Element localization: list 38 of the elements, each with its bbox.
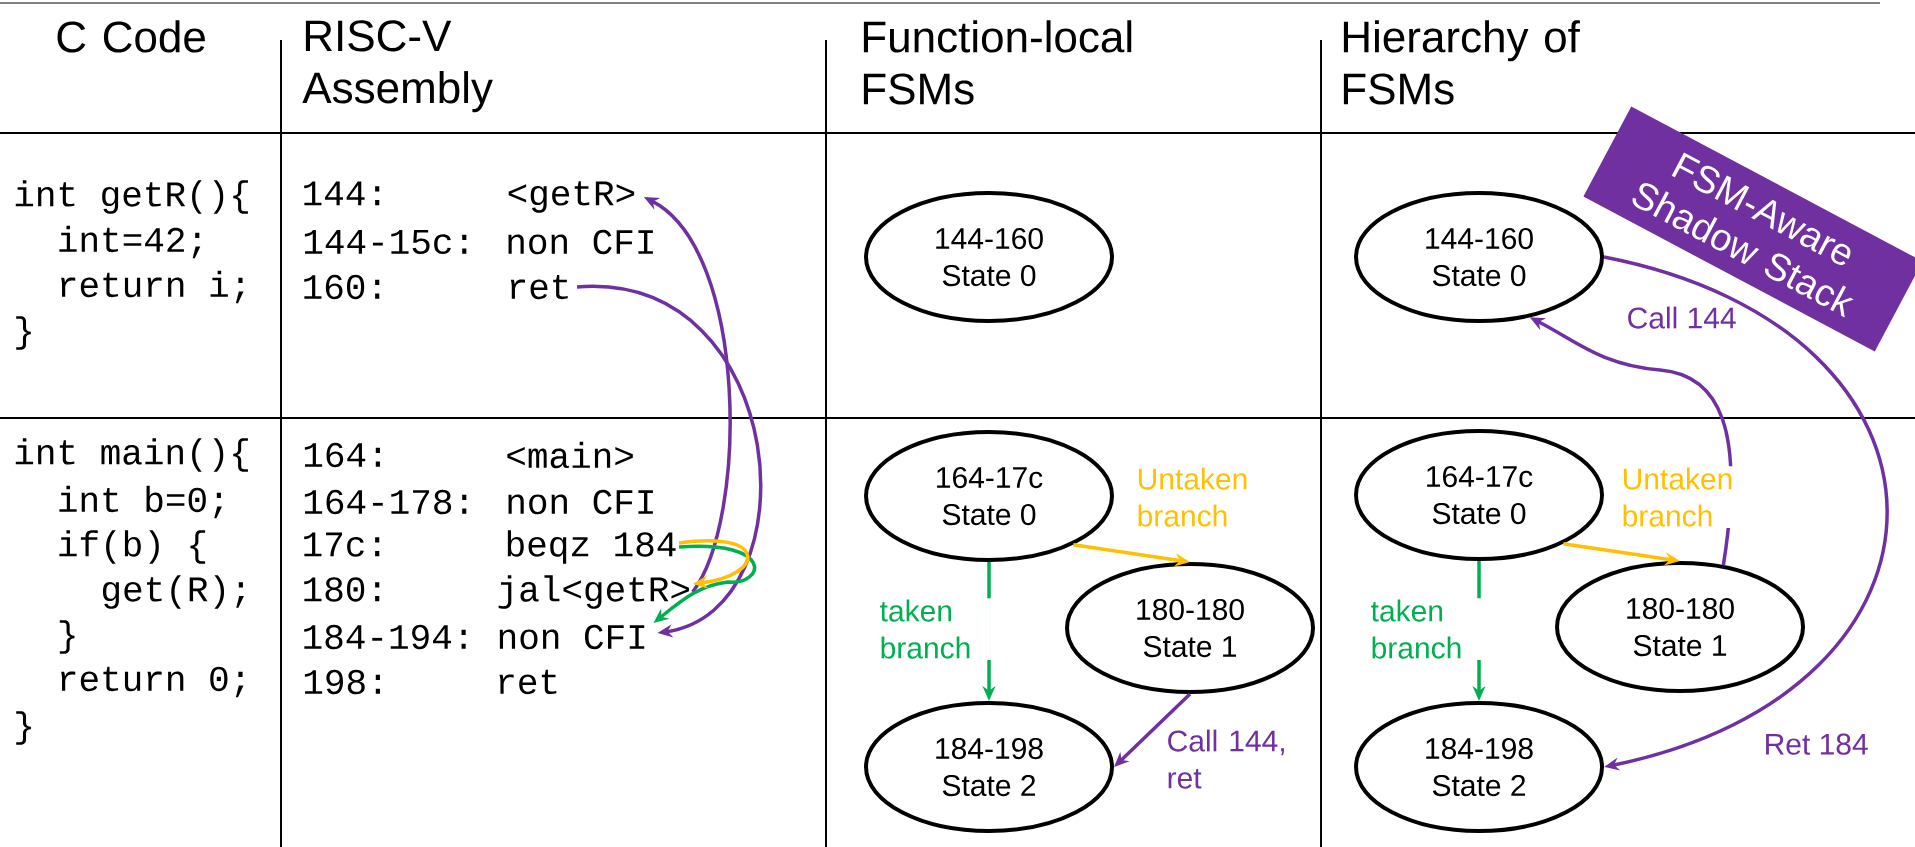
edge-label: Ret 184 (1762, 732, 1871, 757)
edge-label: Untaken branch (1135, 466, 1263, 528)
code-line: 17c: beqz 184 (304, 530, 676, 564)
column-header: Function-local FSMs (863, 20, 1132, 105)
code-line: } (16, 316, 31, 350)
code-line: int b=0; (59, 485, 222, 519)
code-line: non CFI (508, 489, 653, 515)
arrow (678, 539, 750, 589)
code-line: 144: <getR> (304, 181, 635, 213)
column-header: C Code (57, 20, 205, 53)
edge-label: taken branch (878, 598, 991, 660)
code-line: 180: jal<getR> (304, 575, 689, 609)
column-header: RISC-V Assembly (302, 20, 493, 113)
code-line: <main> (507, 441, 633, 469)
code-line: } (16, 711, 31, 745)
column-header: Hierarchy of FSMs (1343, 20, 1580, 105)
code-line: 164: (304, 442, 380, 468)
edge-label: Call 144 (1625, 305, 1738, 330)
code-line: 160: ret (304, 274, 568, 300)
code-line: int getR(){ (15, 180, 248, 214)
code-line: 184-194: non CFI (304, 624, 645, 650)
edge-label: taken branch (1369, 598, 1482, 660)
code-line: int=42; (59, 225, 201, 259)
code-line: 144-15c: (304, 229, 467, 255)
arrow (576, 285, 763, 638)
code-line: if(b) { (59, 530, 206, 564)
code-line: ret (499, 669, 557, 695)
code-line: non CFI (508, 229, 653, 255)
code-line: } (59, 620, 75, 654)
code-line: return i; (61, 270, 244, 304)
code-line: int main(){ (15, 438, 248, 472)
code-line: 164-178: (304, 489, 467, 515)
edge-label: Untaken branch (1620, 466, 1748, 528)
edge-label: Call 144, ret (1165, 728, 1293, 790)
arrow (1603, 255, 1889, 771)
code-line: 198: (304, 669, 380, 695)
code-line: get(R); (103, 575, 244, 609)
code-line: return 0; (61, 666, 244, 698)
